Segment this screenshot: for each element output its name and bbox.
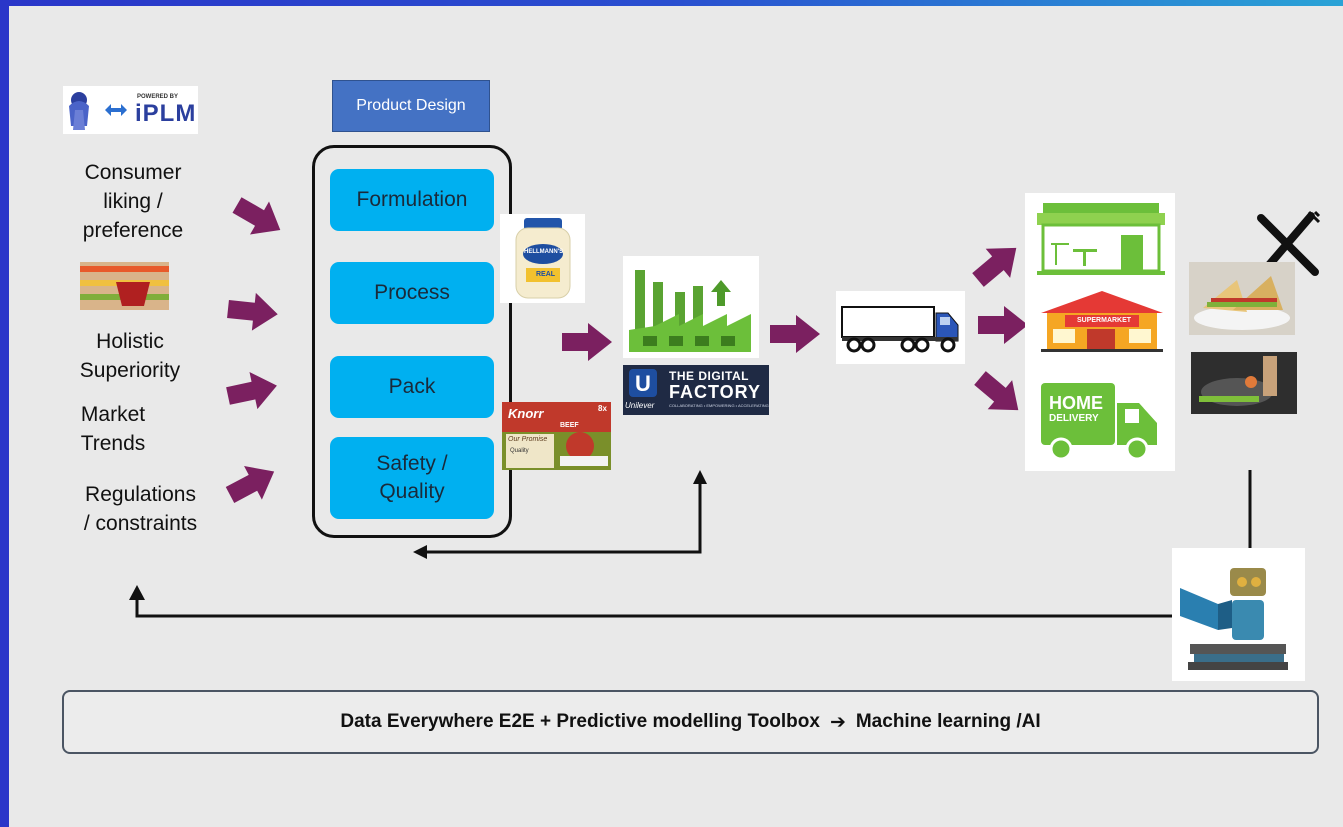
ai-robot-image <box>1172 548 1305 681</box>
double-arrow-icon <box>105 104 127 116</box>
step-process: Process <box>330 262 494 324</box>
footer-text-left: Data Everywhere E2E + Predictive modelli… <box>340 711 820 732</box>
unilever-u-icon: U <box>629 369 657 397</box>
cooking-photo <box>1191 352 1297 414</box>
robot-icon <box>1180 568 1288 670</box>
truck-icon <box>841 306 959 353</box>
footer-text-right: Machine learning /AI <box>855 711 1041 732</box>
arrow-superiority-to-design <box>226 290 280 334</box>
product-design-group <box>312 145 512 538</box>
knorr-count: 8x <box>598 404 607 413</box>
factory-line2: FACTORY <box>669 382 762 402</box>
iplm-brand: iPLM <box>135 100 197 127</box>
arrow-truck-to-supermarket <box>978 306 1028 344</box>
knorr-box: Knorr BEEF 8x Our Promise Quality <box>502 402 611 470</box>
arrow-design-to-factory <box>562 323 612 361</box>
arrow-regulations-to-design <box>221 454 284 512</box>
input-regulations: Regulations / constraints <box>83 483 198 535</box>
arrow-truck-to-home <box>967 363 1031 425</box>
iplm-logo: POWERED BY iPLM <box>63 86 198 134</box>
knorr-tag: Our Promise <box>508 436 548 443</box>
step-pack: Pack <box>330 356 494 418</box>
channels-panel: SUPERMARKET HOME DELIVERY <box>1025 193 1175 471</box>
input-market-trends: Market Trends <box>80 403 146 455</box>
knorr-brand: Knorr <box>508 406 544 421</box>
step-formulation: Formulation <box>330 169 494 231</box>
helmet-icon <box>69 92 89 130</box>
mayo-sub: REAL <box>536 271 556 278</box>
input-consumer-liking: Consumer liking / preference <box>82 161 184 242</box>
arrow-consumer-to-design <box>227 188 290 247</box>
knorr-quality: Quality <box>510 448 529 454</box>
powered-by-label: POWERED BY <box>137 94 179 100</box>
input-holistic-superiority: Holistic Superiority <box>79 330 181 382</box>
truck-image <box>836 291 965 364</box>
restaurant-icon <box>1037 203 1165 275</box>
step-safety-quality: Safety / Quality <box>330 437 494 519</box>
supermarket-label: SUPERMARKET <box>1077 317 1132 324</box>
arrow-truck-to-restaurant <box>965 233 1029 295</box>
sandwich-photo <box>1189 262 1295 335</box>
product-design-title: Product Design <box>332 80 490 132</box>
home-delivery-icon <box>1041 383 1157 461</box>
factory-tagline: COLLABORATING • EMPOWERING • ACCELERATIN… <box>669 403 769 408</box>
left-accent-bar <box>0 0 9 827</box>
data-toolbox-banner: Data Everywhere E2E + Predictive modelli… <box>62 690 1319 754</box>
supermarket-icon <box>1041 291 1163 352</box>
arrow-factory-to-truck <box>770 315 820 353</box>
knorr-product: BEEF <box>560 422 579 429</box>
factory-image <box>623 256 759 358</box>
right-arrow-icon: ➔ <box>829 711 846 733</box>
factory-line1: THE DIGITAL <box>669 369 749 383</box>
factory-icon <box>629 270 751 352</box>
unilever-name: Unilever <box>625 401 655 410</box>
mayo-brand: HELLMANN'S <box>524 249 564 255</box>
grocery-photo <box>80 262 169 310</box>
arrow-trends-to-design <box>224 367 281 415</box>
home-label: HOME <box>1049 393 1103 413</box>
delivery-label: DELIVERY <box>1049 413 1099 424</box>
mayonnaise-jar: HELLMANN'S REAL <box>500 214 585 303</box>
top-accent-bar <box>0 0 1343 6</box>
digital-factory-banner: U Unilever THE DIGITAL FACTORY COLLABORA… <box>623 365 769 415</box>
